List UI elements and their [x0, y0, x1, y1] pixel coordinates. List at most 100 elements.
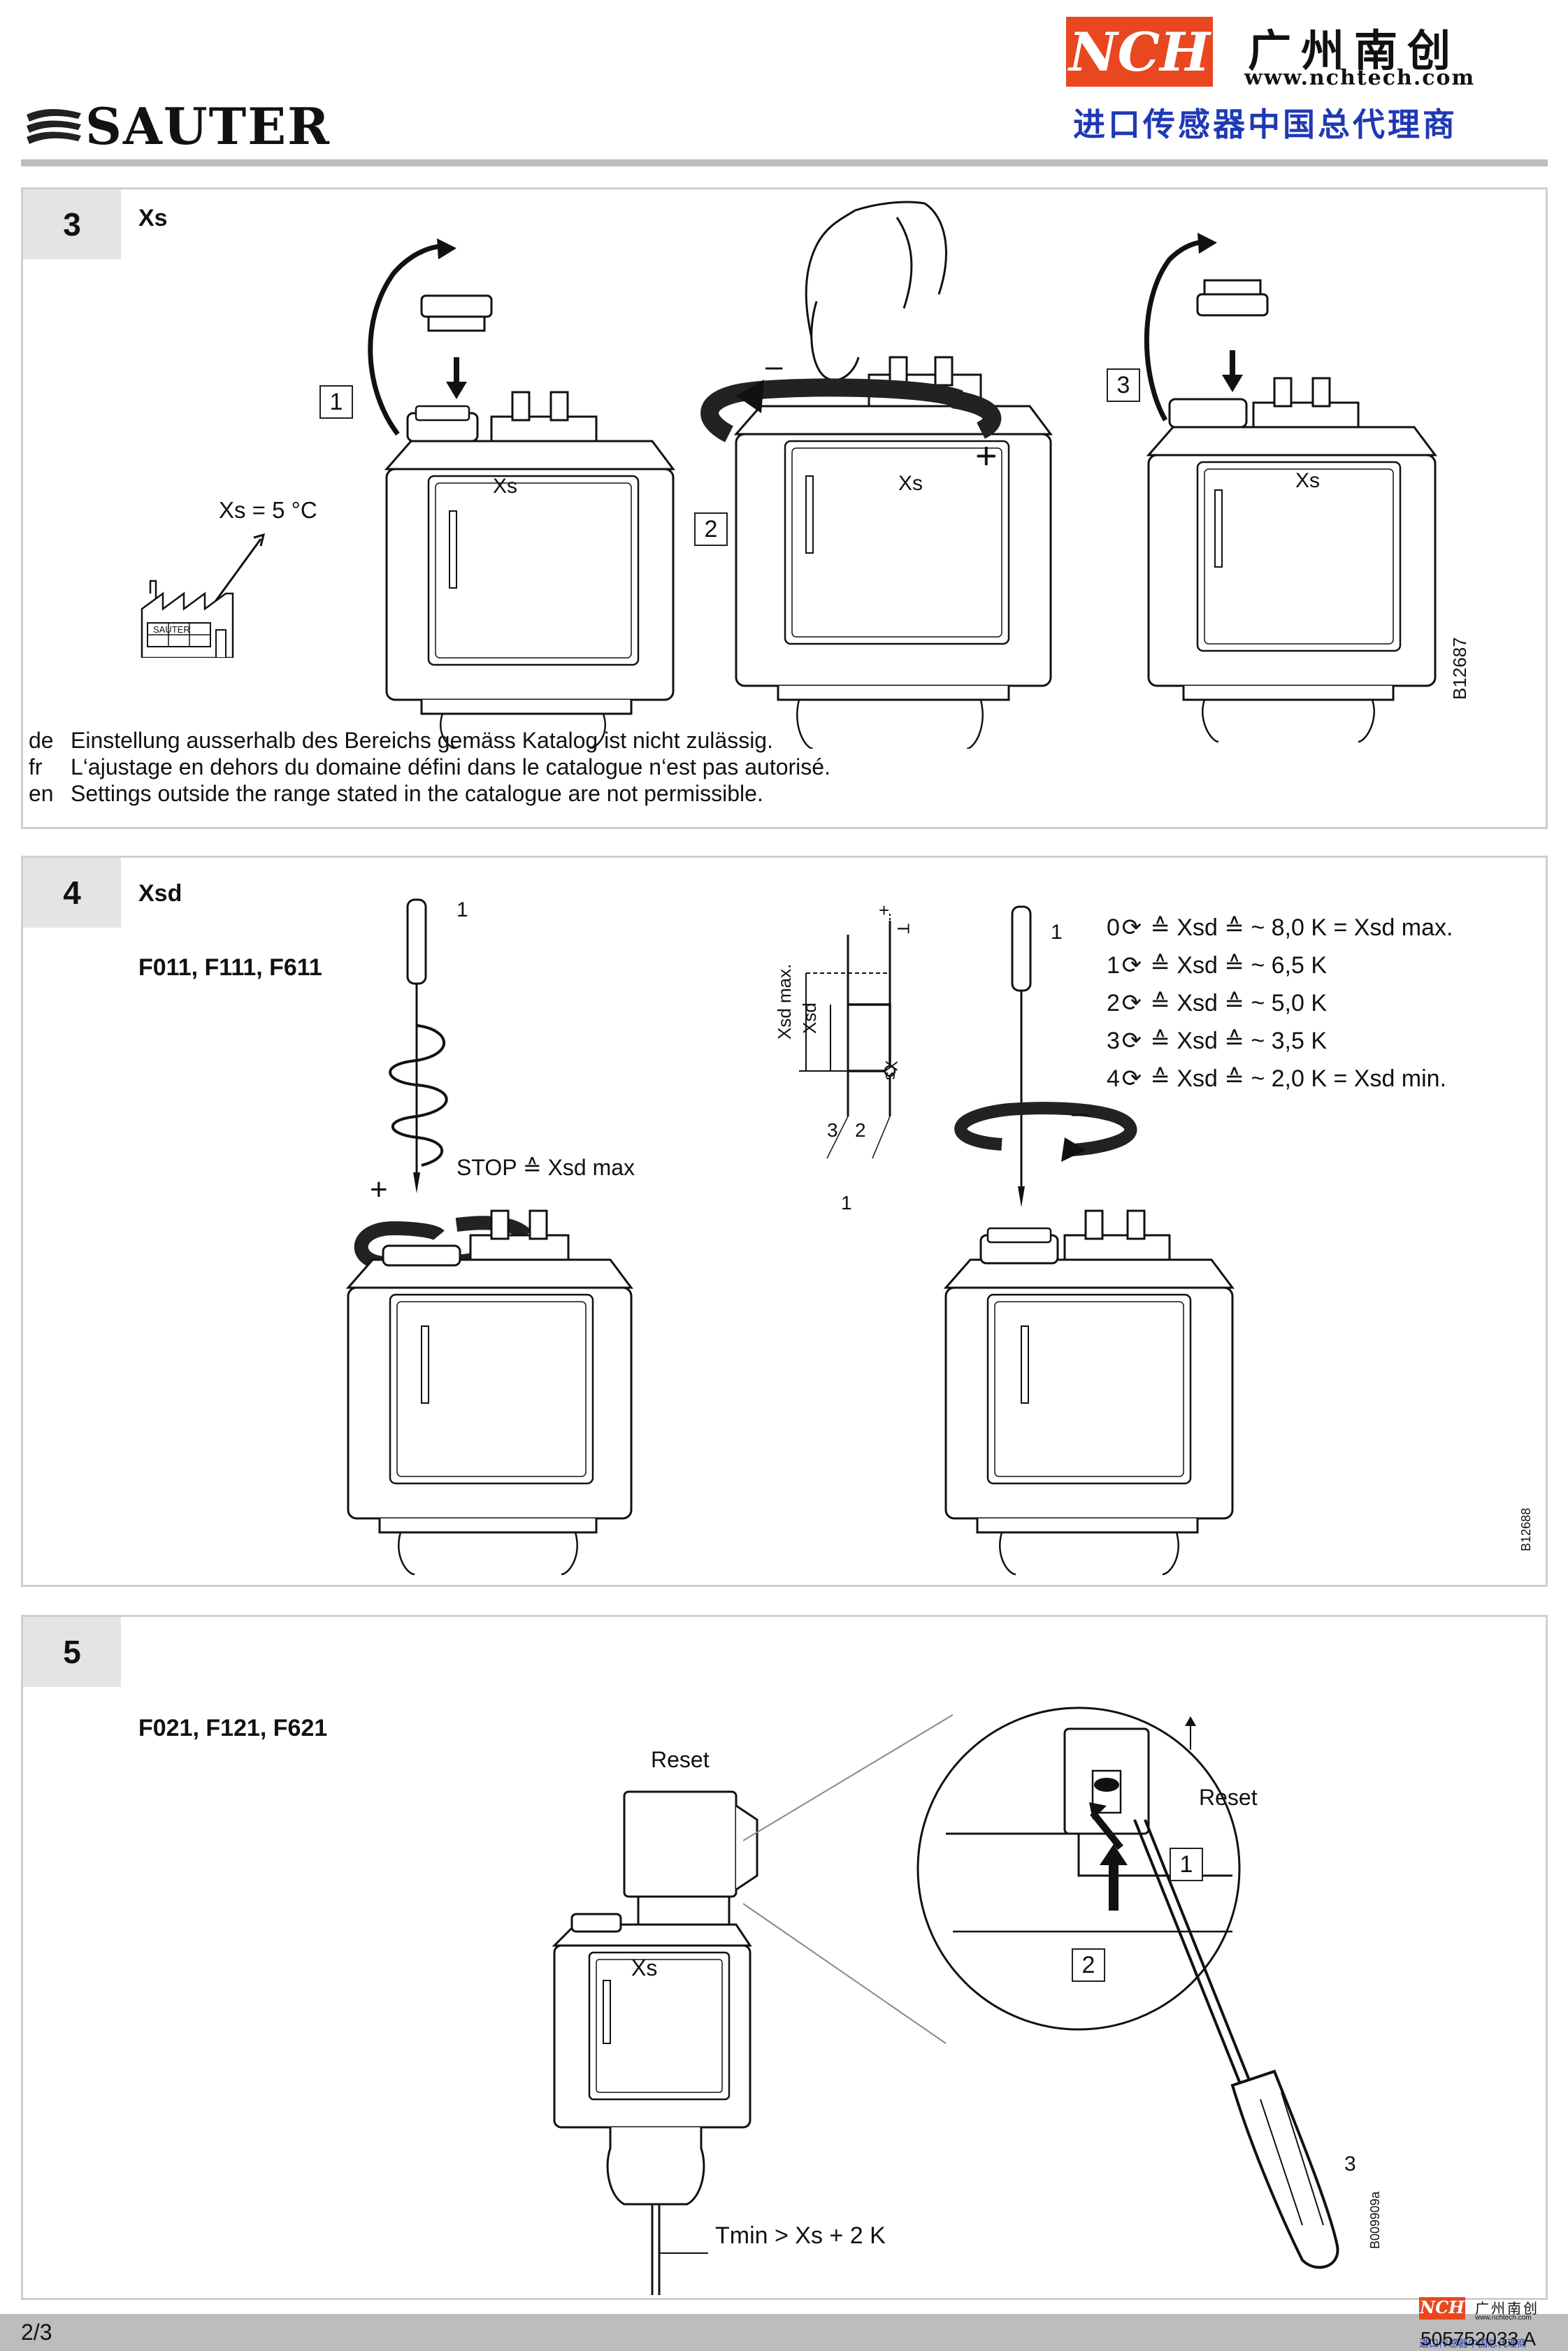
corresponds-symbol: ≙	[1150, 952, 1170, 979]
step5-device	[552, 1790, 758, 2295]
step4-panel: 4 Xsd F011, F111, F611 1 STOP ≙ Xsd max …	[21, 856, 1548, 1587]
step3-number: 3	[23, 189, 121, 259]
step3-xs-example: Xs = 5 °C	[219, 497, 317, 523]
step4-stop-label: STOP ≙ Xsd max	[456, 1155, 635, 1180]
step3-xs-label-1: Xs	[493, 475, 518, 498]
step3-minus: –	[765, 349, 783, 383]
step3-plus: +	[975, 435, 998, 477]
step4-device-left	[345, 898, 633, 1576]
step3-title: Xs	[138, 205, 168, 231]
step5-n3: 3	[1344, 2152, 1356, 2176]
setting-value: ~ 6,5 K	[1251, 952, 1328, 979]
rotate-icon: ⟳	[1121, 1028, 1142, 1054]
step4-models: F011, F111, F611	[138, 954, 322, 981]
corresponds-symbol: ≙	[1224, 952, 1244, 979]
step5-zoom-detail	[743, 1706, 1339, 2269]
step5-tmin-label: Tmin > Xs + 2 K	[715, 2222, 886, 2249]
setting-value: ~ 8,0 K = Xsd max.	[1251, 914, 1453, 941]
step4-code: B12688	[1519, 1507, 1533, 1551]
xsd-setting-row: 2⟳ ≙ Xsd ≙ ~ 5,0 K	[1107, 989, 1327, 1017]
xsd-setting-row: 4⟳ ≙ Xsd ≙ ~ 2,0 K = Xsd min.	[1107, 1065, 1446, 1093]
corresponds-symbol: ≙	[1150, 1028, 1170, 1054]
document-number: 505752033 A	[1420, 2328, 1537, 2350]
step5-reset-right: Reset	[1199, 1785, 1258, 1810]
factory-icon	[141, 533, 266, 658]
footer-nch-tag: 进口传感器中国总代理商	[1419, 2338, 1527, 2349]
note-fr: fr L‘ajustage en dehors du domaine défini…	[29, 754, 830, 780]
nch-url: www.nchtech.com	[1244, 66, 1476, 90]
graph-n1: 1	[841, 1192, 852, 1214]
graph-n2: 2	[855, 1119, 866, 1141]
step3-box-3: 3	[1107, 368, 1140, 402]
step5-box-1: 1	[1170, 1848, 1203, 1881]
graph-plus: +	[879, 900, 890, 921]
corresponds-symbol: ≙	[1150, 914, 1170, 941]
graph-n3: 3	[827, 1119, 838, 1141]
step5-panel: 5 F021, F121, F621 Reset Xs Tmin > Xs + …	[21, 1615, 1548, 2300]
note-text: Einstellung ausserhalb des Bereichs gemä…	[71, 728, 773, 753]
xsd-word: Xsd	[1177, 1065, 1218, 1092]
note-de: de Einstellung ausserhalb des Bereichs ge…	[29, 728, 773, 754]
rotate-icon: ⟳	[1121, 1065, 1142, 1092]
step3-xs-label-3: Xs	[1295, 469, 1321, 492]
step4-device-right	[943, 905, 1235, 1576]
setting-value: ~ 5,0 K	[1251, 990, 1328, 1016]
sauter-logo: SAUTER	[21, 96, 329, 156]
factory-label: SAUTER	[153, 624, 190, 635]
xsd-setting-row: 0⟳ ≙ Xsd ≙ ~ 8,0 K = Xsd max.	[1107, 914, 1453, 942]
sauter-brand-text: SAUTER	[85, 96, 331, 156]
xsd-word: Xsd	[1177, 914, 1218, 941]
footer-nch-badge: NCH	[1419, 2297, 1465, 2320]
corresponds-symbol: ≙	[1150, 1065, 1170, 1092]
footer-nch-logo: NCH 广州南创 www.nchtech.com 进口传感器中国总代理商	[1419, 2297, 1559, 2350]
note-text: Settings outside the range stated in the…	[71, 781, 763, 806]
rotate-icon: ⟳	[1121, 990, 1142, 1016]
xsd-graph	[799, 914, 896, 1159]
step3-device-2	[700, 201, 1053, 749]
step4-screwdriver-label-right: 1	[1051, 921, 1063, 944]
step4-title: Xsd	[138, 880, 182, 907]
nch-badge: NCH	[1066, 17, 1213, 87]
step3-device-1	[368, 238, 675, 749]
step5-box-2: 2	[1072, 1948, 1105, 1982]
setting-value: ~ 2,0 K = Xsd min.	[1251, 1065, 1447, 1092]
setting-value: ~ 3,5 K	[1251, 1028, 1328, 1054]
footer-bar: 2/3 NCH 广州南创 www.nchtech.com 进口传感器中国总代理商…	[0, 2297, 1568, 2351]
step4-screwdriver-label-left: 1	[456, 898, 468, 921]
step3-panel: 3 Xs Xs = 5 °C SAUTER 1 Xs	[21, 187, 1548, 829]
xsd-word: Xsd	[1177, 990, 1218, 1016]
corresponds-symbol: ≙	[1150, 990, 1170, 1016]
xsd-word: Xsd	[1177, 1028, 1218, 1054]
note-text: L‘ajustage en dehors du domaine défini d…	[71, 754, 830, 779]
graph-xs: Xs	[882, 1061, 900, 1081]
step5-reset-left: Reset	[651, 1747, 710, 1772]
step4-number: 4	[23, 858, 121, 928]
step3-code: B12687	[1449, 637, 1470, 700]
footer-nch-url: www.nchtech.com	[1475, 2314, 1532, 2322]
nch-header-logo: NCH 广州南创 www.nchtech.com 进口传感器中国总代理商	[1066, 13, 1513, 145]
step4-plus: +	[370, 1172, 388, 1207]
setting-pos: 0	[1107, 914, 1120, 941]
rotate-icon: ⟳	[1121, 952, 1142, 979]
note-lang: fr	[29, 754, 43, 779]
step3-box-1: 1	[319, 385, 353, 419]
graph-xsd-max: Xsd max.	[774, 963, 795, 1040]
corresponds-symbol: ≙	[1224, 914, 1244, 941]
xsd-word: Xsd	[1177, 952, 1218, 979]
setting-pos: 2	[1107, 990, 1120, 1016]
step3-box-2: 2	[694, 512, 728, 546]
step5-models: F021, F121, F621	[138, 1715, 328, 1741]
note-lang: de	[29, 728, 54, 753]
setting-pos: 3	[1107, 1028, 1120, 1054]
xsd-setting-row: 3⟳ ≙ Xsd ≙ ~ 3,5 K	[1107, 1027, 1327, 1055]
sauter-swoosh-icon	[27, 108, 81, 144]
graph-t-axis: T	[893, 923, 912, 934]
step3-device-3	[1144, 233, 1437, 743]
rotate-icon: ⟳	[1121, 914, 1142, 941]
header-rule	[21, 159, 1548, 166]
step4-minus: –	[1072, 1095, 1089, 1130]
setting-pos: 4	[1107, 1065, 1120, 1092]
graph-xsd: Xsd	[799, 1002, 820, 1034]
xsd-setting-row: 1⟳ ≙ Xsd ≙ ~ 6,5 K	[1107, 951, 1327, 979]
